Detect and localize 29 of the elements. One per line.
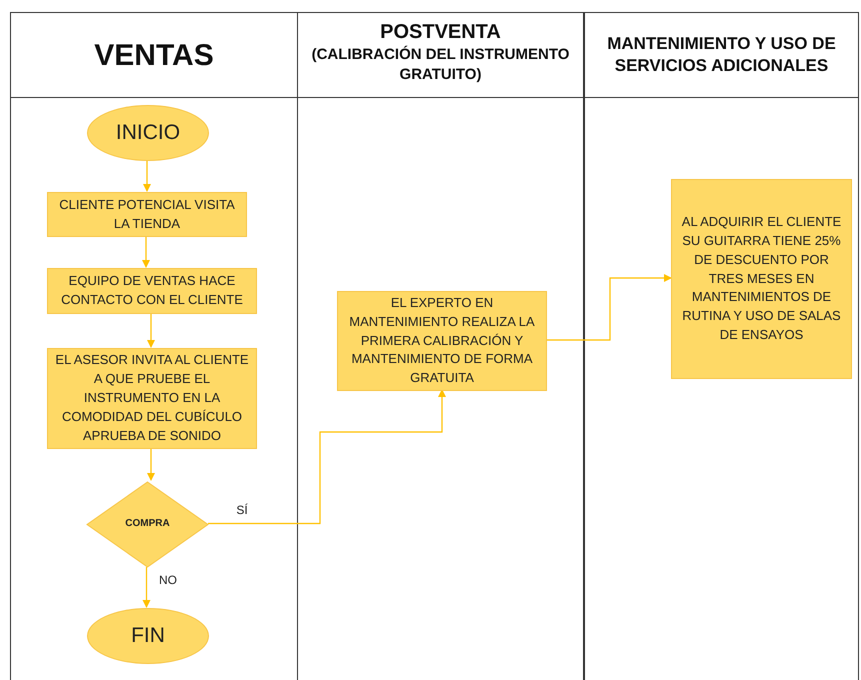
decision-diamond [86,481,209,568]
swimlane [584,12,859,680]
process-box [671,179,852,379]
arrow [208,389,446,524]
node-text: AL ADQUIRIR EL CLIENTE SU GUITARRA TIENE 25% DE DESCUENTO POR TRES MESES EN MANTENIMIENTOS DE RUTINA Y USO DE SALAS DE ENSAYOS [680,213,842,344]
process-box [47,192,247,237]
node-text: CLIENTE POTENCIAL VISITA LA TIENDA [58,196,236,232]
arrow [547,274,672,341]
process-box [337,291,547,391]
lane-title: VENTAS [93,38,215,74]
edge-label: NO [157,573,179,587]
node-text: INICIO [114,120,182,146]
node-text: FIN [130,622,166,649]
arrow [143,160,151,192]
lane-title: POSTVENTA [379,20,502,45]
process-box [47,268,257,314]
swimlane [10,12,298,680]
swimlane [297,12,584,680]
arrow [142,567,150,608]
lane-title: MANTENIMIENTO Y USO DE SERVICIOS ADICIONALES [606,32,837,77]
edge-label: SÍ [234,503,250,517]
arrow [147,313,155,348]
node-text: COMPRA [124,517,171,532]
node-text: EQUIPO DE VENTAS HACE CONTACTO CON EL CLIENTE [60,272,244,309]
arrow [142,236,150,268]
arrow [147,448,155,481]
node-text: EL ASESOR INVITA AL CLIENTE A QUE PRUEBE EL INSTRUMENTO EN LA COMODIDAD DEL CUBÍCULO APRUEBA DE SONIDO [54,351,250,445]
node-text: EL EXPERTO EN MANTENIMIENTO REALIZA LA PRIMERA CALIBRACIÓN Y MANTENIMIENTO DE FORMA GRATUITA [348,294,536,388]
lane-title: (CALIBRACIÓN DEL INSTRUMENTO GRATUITO) [310,45,570,84]
